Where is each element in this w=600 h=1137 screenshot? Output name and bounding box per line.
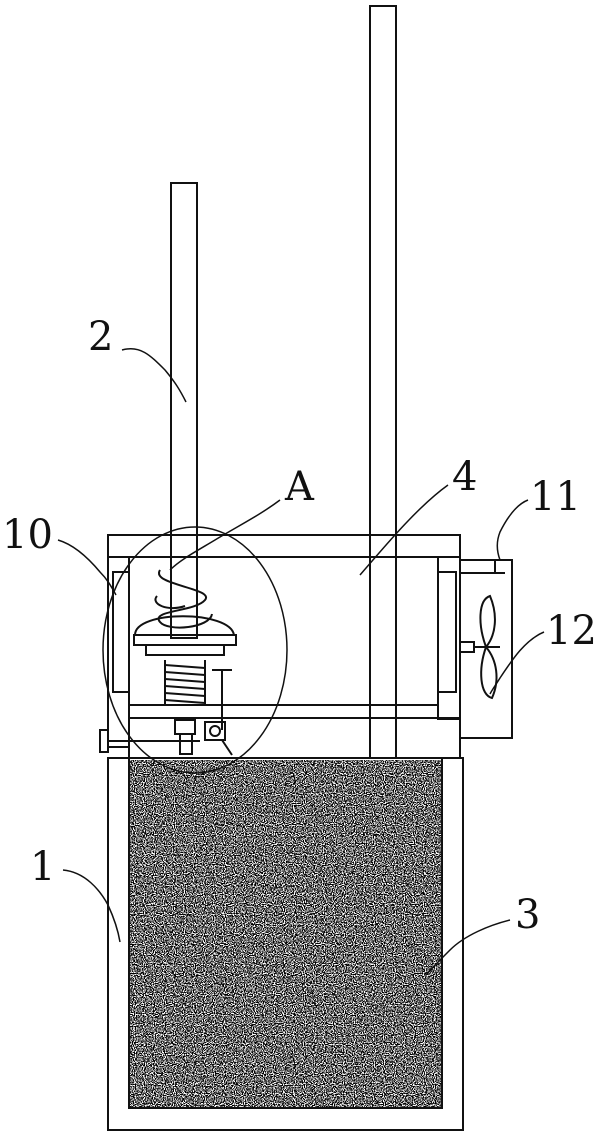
granular-fill [130, 760, 441, 1107]
label-3: 3 [515, 892, 540, 938]
label-a: A [284, 464, 315, 510]
short-tube [170, 182, 198, 639]
upper-housing [107, 534, 461, 759]
label-1: 1 [30, 844, 55, 890]
spiral-coil [154, 569, 213, 629]
filter-pad-left [112, 571, 130, 693]
filter-pad-right [437, 571, 457, 693]
detail-circle-a [102, 526, 288, 774]
fan-blade [459, 594, 500, 700]
label-4: 4 [452, 454, 477, 500]
dome-cap [133, 615, 237, 656]
lever-mechanism [174, 669, 233, 756]
spring [164, 660, 206, 705]
leader-lines [57, 348, 545, 976]
label-2: 2 [88, 314, 113, 360]
label-12: 12 [546, 608, 597, 654]
long-tube [369, 5, 397, 759]
side-valve [99, 729, 200, 753]
label-11: 11 [530, 474, 581, 520]
label-10: 10 [2, 512, 53, 558]
fan-housing [460, 559, 513, 739]
